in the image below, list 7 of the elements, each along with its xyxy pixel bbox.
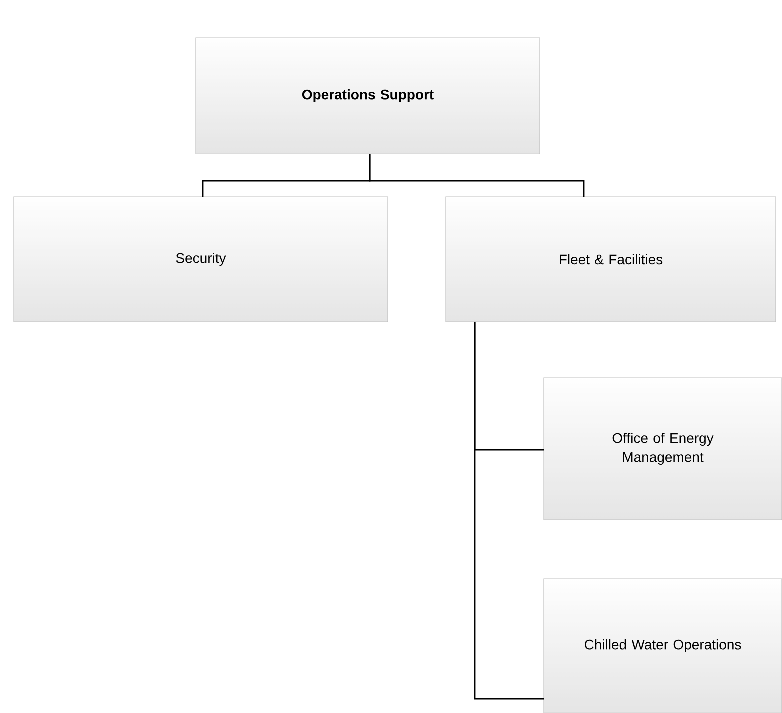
org-box: Office of Energy Management: [544, 378, 782, 520]
org-box: Security: [14, 196, 388, 322]
org-box: Chilled Water Operations: [544, 578, 782, 713]
connector-line: [474, 322, 544, 700]
org-box: Fleet & Facilities: [446, 196, 776, 322]
org-box: Operations Support: [196, 38, 540, 154]
connector-line: [369, 154, 585, 197]
